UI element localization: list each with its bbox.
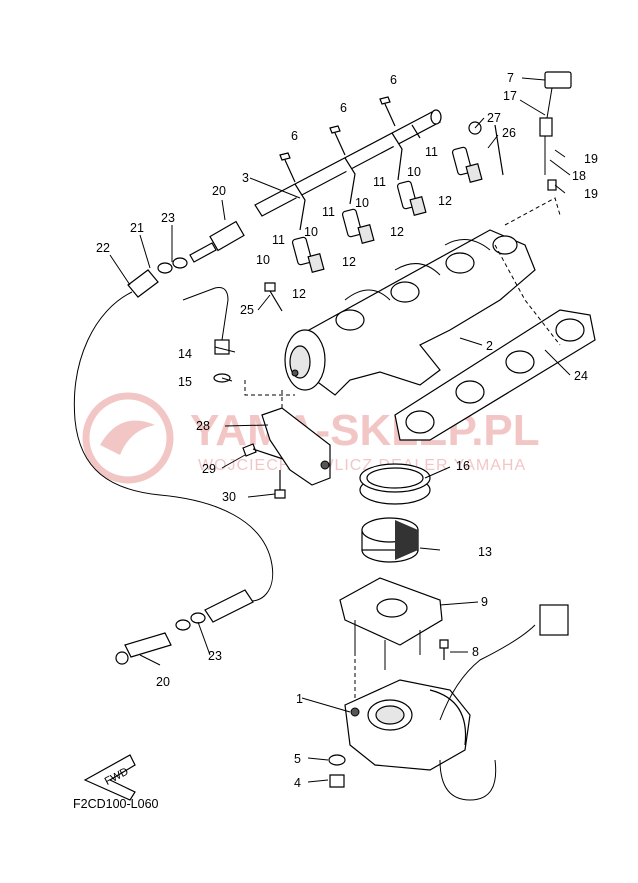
callout-6a: 6 <box>390 73 397 87</box>
callout-7: 7 <box>507 71 514 85</box>
callout-17: 17 <box>503 89 517 103</box>
watermark: YAMA-SKLEP.PL WOJCIECH PAWLICZ DEALER YA… <box>82 392 540 484</box>
bolt-6-group <box>279 96 396 183</box>
callout-1: 1 <box>296 692 303 706</box>
bolt-25 <box>264 282 283 312</box>
callout-15: 15 <box>178 375 192 389</box>
cable-fittings-upper <box>127 257 188 298</box>
callout-12d: 12 <box>438 194 452 208</box>
callout-28: 28 <box>196 419 210 433</box>
hose-14 <box>182 287 229 341</box>
callout-14: 14 <box>178 347 192 361</box>
cable-end-20-lower <box>115 589 254 665</box>
callout-10c: 10 <box>355 196 369 210</box>
callout-12c: 12 <box>390 225 404 239</box>
callout-26: 26 <box>502 126 516 140</box>
callout-25: 25 <box>240 303 254 317</box>
callout-29: 29 <box>202 462 216 476</box>
callout-8: 8 <box>472 645 479 659</box>
callout-19b: 19 <box>584 187 598 201</box>
callout-11d: 11 <box>425 145 438 159</box>
fitting-14 <box>214 339 230 355</box>
bolt-8 <box>439 639 449 660</box>
callout-16: 16 <box>456 459 470 473</box>
callout-24: 24 <box>574 369 588 383</box>
fwd-arrow-icon: FWD <box>83 754 136 801</box>
callout-20a: 20 <box>212 184 226 198</box>
throttle-cable-line <box>73 291 274 602</box>
watermark-logo-mark <box>100 420 155 455</box>
dashed-leader <box>504 197 561 226</box>
callout-12b: 12 <box>342 255 356 269</box>
callout-9: 9 <box>481 595 488 609</box>
bracket-28 <box>261 407 331 486</box>
dashed-leader <box>244 380 295 396</box>
bolts-29-30 <box>242 443 286 499</box>
callout-23b: 23 <box>208 649 222 663</box>
callout-19a: 19 <box>584 152 598 166</box>
callout-2: 2 <box>486 339 493 353</box>
cable-end-20-upper <box>189 220 245 263</box>
watermark-subtitle: WOJCIECH PAWLICZ DEALER YAMAHA <box>198 457 526 474</box>
callout-10b: 10 <box>304 225 318 239</box>
callout-leaders <box>109 77 571 783</box>
diagram-code: F2CD100-L060 <box>73 797 159 811</box>
fuel-injectors <box>291 146 483 274</box>
callout-22: 22 <box>96 241 110 255</box>
callout-18: 18 <box>572 169 586 183</box>
fuel-rail <box>254 109 442 231</box>
callout-labels: 1 2 3 4 5 6 6 6 7 8 9 10 10 10 10 11 11 … <box>96 71 598 790</box>
callout-20b: 20 <box>156 675 170 689</box>
washer-5 <box>328 754 346 766</box>
manifold-gasket <box>394 309 596 441</box>
callout-30: 30 <box>222 490 236 504</box>
filter-13 <box>361 517 419 563</box>
intake-manifold <box>284 229 536 396</box>
ring-16 <box>359 463 431 505</box>
callout-11c: 11 <box>373 175 386 189</box>
callout-3: 3 <box>242 171 249 185</box>
nut-4 <box>329 774 345 788</box>
callout-12a: 12 <box>292 287 306 301</box>
callout-6b: 6 <box>340 101 347 115</box>
callout-27: 27 <box>487 111 501 125</box>
callout-5: 5 <box>294 752 301 766</box>
callout-10a: 10 <box>256 253 270 267</box>
callout-11b: 11 <box>322 205 335 219</box>
callout-13: 13 <box>478 545 492 559</box>
throttle-body <box>344 624 536 801</box>
watermark-logo <box>82 392 174 484</box>
dashed-leader <box>494 244 561 346</box>
gasket-9 <box>339 577 443 670</box>
callout-10d: 10 <box>407 165 421 179</box>
callout-11a: 11 <box>272 233 285 247</box>
callout-4: 4 <box>294 776 301 790</box>
callout-6c: 6 <box>291 129 298 143</box>
callout-21: 21 <box>130 221 144 235</box>
sensor-connector <box>539 604 569 636</box>
pressure-sensor-assembly <box>468 71 572 191</box>
callout-23a: 23 <box>161 211 175 225</box>
